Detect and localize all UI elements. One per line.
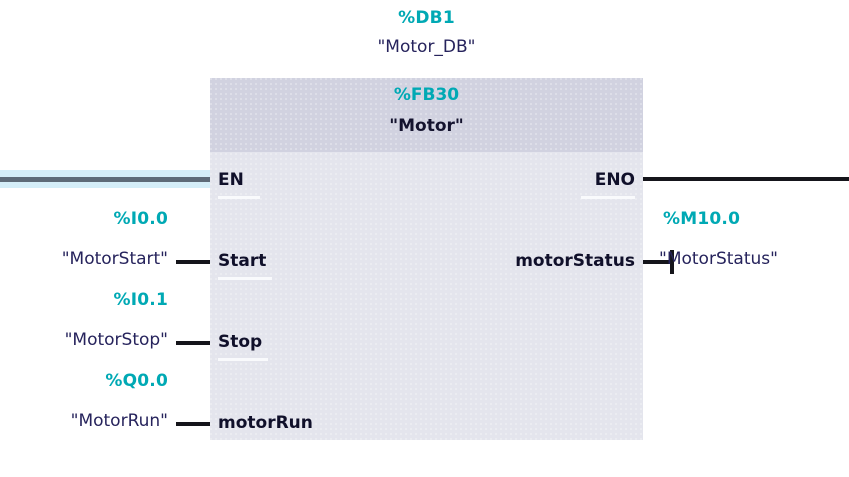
fb-type-address: %FB30 <box>393 85 460 105</box>
input-1-wire[interactable] <box>176 341 210 345</box>
instance-db-symbol: "Motor_DB" <box>377 37 476 57</box>
fb-type-symbol: "Motor" <box>389 116 464 136</box>
output-0-address: %M10.0 <box>663 209 741 229</box>
input-2-address: %Q0.0 <box>105 371 168 391</box>
input-0-wire[interactable] <box>176 260 210 264</box>
power-rail-wire[interactable] <box>0 177 212 182</box>
instance-db-address: %DB1 <box>398 8 455 28</box>
input-1-symbol: "MotorStop" <box>64 330 168 350</box>
input-1-port-label[interactable]: Stop <box>218 332 263 352</box>
en-port-label[interactable]: EN <box>218 170 244 190</box>
input-0-port-label[interactable]: Start <box>218 251 267 271</box>
input-2-wire[interactable] <box>176 422 210 426</box>
input-0-port-underline <box>218 277 272 280</box>
input-2-symbol: "MotorRun" <box>70 411 168 431</box>
output-0-terminal-tick <box>670 250 674 274</box>
eno-output-wire[interactable] <box>643 177 849 181</box>
input-0-symbol: "MotorStart" <box>61 249 168 269</box>
output-0-wire[interactable] <box>643 260 674 264</box>
input-1-address: %I0.1 <box>113 290 168 310</box>
input-1-port-underline <box>218 358 268 361</box>
output-0-port-label[interactable]: motorStatus <box>515 251 635 271</box>
en-port-underline <box>218 196 260 199</box>
input-0-address: %I0.0 <box>113 209 168 229</box>
eno-port-underline <box>581 196 635 199</box>
output-0-symbol: "MotorStatus" <box>659 249 778 269</box>
input-2-port-label[interactable]: motorRun <box>218 413 313 433</box>
eno-port-label[interactable]: ENO <box>594 170 635 190</box>
